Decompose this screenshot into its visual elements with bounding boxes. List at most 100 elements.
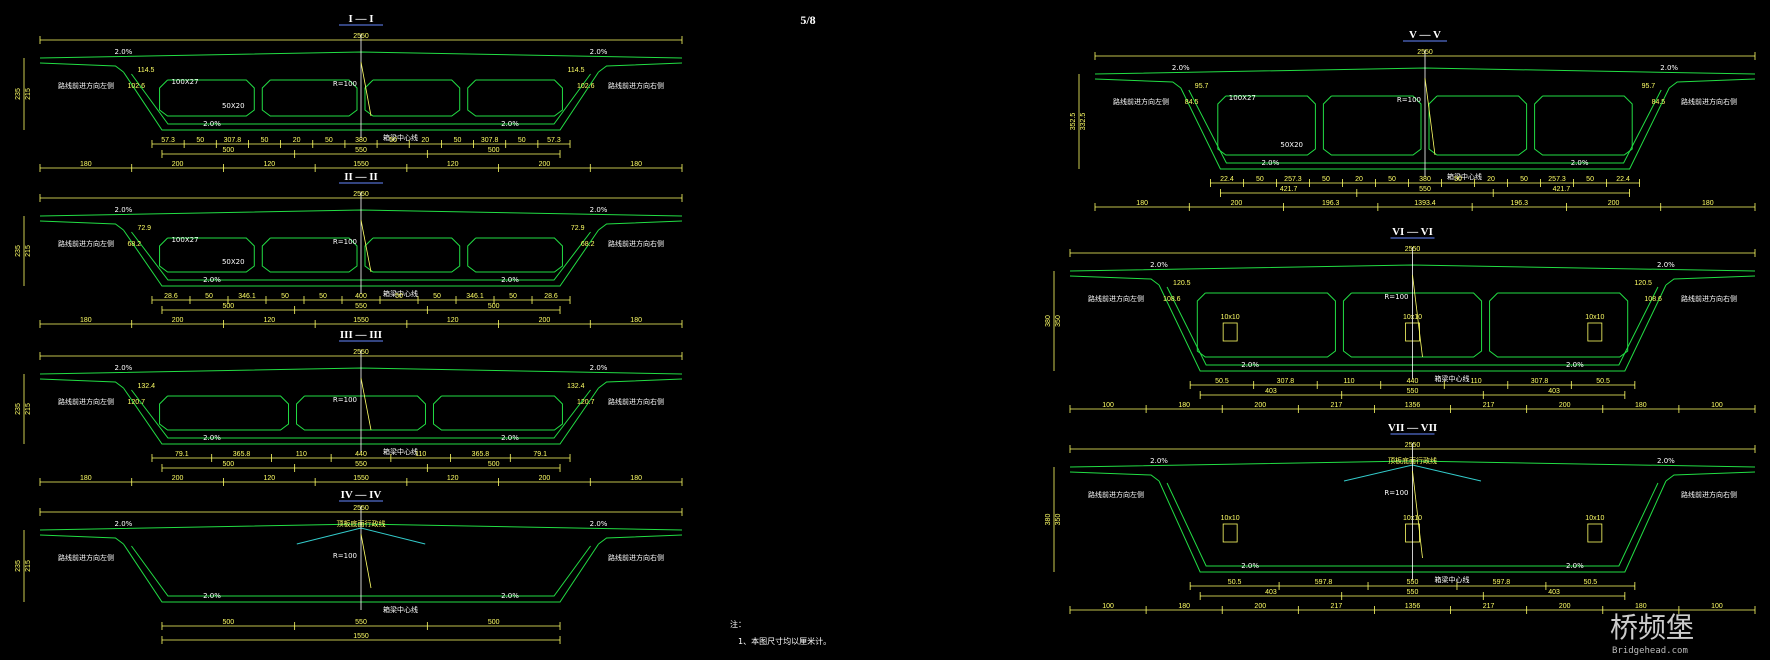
dimension-value: 550 — [1407, 589, 1419, 596]
section-title: IV — IV — [341, 489, 382, 501]
slope-right: 2.0% — [1657, 261, 1675, 269]
chamfer-label-2: 50X20 — [222, 258, 245, 266]
cantilever-right — [598, 534, 683, 545]
dimension-value: 500 — [488, 147, 500, 154]
radius-leader — [1412, 274, 1423, 358]
flange-dim-left: 114.5 — [137, 67, 154, 74]
cantilever-left — [39, 220, 124, 231]
dimension-value: 100 — [1102, 402, 1114, 409]
dimension-value: 120 — [447, 161, 459, 168]
dimension-value: 403 — [1548, 388, 1560, 395]
dimension-value: 307.8 — [224, 137, 242, 144]
section-title: II — II — [344, 171, 378, 183]
centerline-label: 箱梁中心线 — [383, 133, 418, 142]
section-s5: V — V2550R=100箱梁中心线2.0%2.0%2.0%2.0%路线前进方… — [1070, 29, 1756, 211]
dimension-value: 500 — [488, 619, 500, 626]
dimension-value: 403 — [1265, 388, 1277, 395]
dimension-value: 307.8 — [1277, 378, 1295, 385]
dimension-value: 550 — [1407, 388, 1419, 395]
dimension-value: 180 — [80, 475, 92, 482]
slope-left: 2.0% — [115, 364, 133, 372]
height-label-1: 235 — [15, 88, 22, 100]
cantilever-left — [39, 378, 124, 389]
slope-left: 2.0% — [115, 206, 133, 214]
dimension-value: 20 — [1355, 176, 1363, 183]
bottom-slope-left: 2.0% — [203, 592, 221, 600]
dimension-value: 50.5 — [1596, 378, 1610, 385]
dimension-value: 50 — [1520, 176, 1528, 183]
dimension-value: 597.8 — [1493, 579, 1511, 586]
dimension-value: 550 — [355, 147, 367, 154]
height-label-2: 215 — [25, 403, 32, 415]
flange-dim-left: 120.5 — [1173, 280, 1191, 287]
dimension-value: 1550 — [353, 633, 369, 640]
centerline-label: 箱梁中心线 — [1435, 575, 1470, 584]
dimension-value: 20 — [293, 137, 301, 144]
cantilever-right — [598, 62, 683, 73]
dimension-value: 550 — [355, 461, 367, 468]
dimension-value: 421.7 — [1280, 186, 1298, 193]
page-number: 5/8 — [800, 13, 815, 27]
section-s2: II — II2550R=100箱梁中心线2.0%2.0%2.0%2.0%路线前… — [15, 171, 683, 328]
slope-right: 2.0% — [590, 48, 608, 56]
flange-dim-right: 132.4 — [567, 383, 585, 390]
right-direction-label: 路线前进方向右侧 — [1681, 490, 1737, 499]
dimension-value: 120 — [447, 475, 459, 482]
bottom-slope-right: 2.0% — [501, 120, 519, 128]
dimension-value: 217 — [1331, 402, 1343, 409]
flange-dim-right: 72.9 — [571, 225, 585, 232]
radius-leader — [360, 219, 372, 273]
left-direction-label: 路线前进方向左侧 — [1088, 490, 1144, 499]
dimension-value: 380 — [355, 137, 367, 144]
right-direction-label: 路线前进方向右侧 — [608, 553, 664, 562]
cantilever-left — [1069, 275, 1160, 286]
dimension-value: 380 — [1419, 176, 1431, 183]
bottom-slope-left: 2.0% — [203, 120, 221, 128]
radius-leader — [360, 377, 372, 431]
dimension-value: 180 — [80, 317, 92, 324]
right-direction-label: 路线前进方向右侧 — [1681, 97, 1737, 106]
cell-1 — [159, 79, 255, 117]
dimension-value: 217 — [1483, 402, 1495, 409]
slope-right: 2.0% — [1660, 64, 1678, 72]
watermark: 桥频堡 Bridgehead.com — [1610, 611, 1694, 656]
web-dim-right: 102.6 — [577, 83, 595, 90]
bottom-slope-right: 2.0% — [501, 434, 519, 442]
chamfer-label-2: 50X20 — [222, 102, 245, 110]
height-label-2: 215 — [25, 88, 32, 100]
slope-left: 2.0% — [115, 48, 133, 56]
radius-leader — [360, 61, 372, 117]
centerline-label: 箱梁中心线 — [383, 605, 418, 614]
dimension-value: 365.8 — [233, 451, 251, 458]
rib-box-label: 10x10 — [1221, 314, 1240, 321]
web-dim-right: 108.6 — [1644, 296, 1662, 303]
cantilever-right — [598, 378, 683, 389]
dimension-value: 403 — [1548, 589, 1560, 596]
dimension-value: 196.3 — [1511, 200, 1529, 207]
left-direction-label: 路线前进方向左侧 — [58, 239, 114, 248]
height-label-1: 235 — [15, 245, 22, 257]
rib-box-1 — [1222, 322, 1238, 342]
dimension-value: 200 — [1559, 603, 1571, 610]
web-dim-left: 68.2 — [127, 241, 141, 248]
dimension-value: 50 — [325, 137, 333, 144]
dimension-value: 440 — [355, 451, 367, 458]
dimension-value: 200 — [172, 475, 184, 482]
radius-leader — [1412, 470, 1423, 559]
flange-dim-right: 120.5 — [1634, 280, 1652, 287]
dimension-value: 50 — [281, 293, 289, 300]
dimension-value: 79.1 — [533, 451, 547, 458]
dimension-value: 28.6 — [544, 293, 558, 300]
dimension-value: 403 — [1265, 589, 1277, 596]
dimension-value: 50 — [389, 137, 397, 144]
bottom-slope-right: 2.0% — [1571, 159, 1589, 167]
dimension-value: 1393.4 — [1414, 200, 1436, 207]
dimension-value: 421.7 — [1553, 186, 1571, 193]
web-dim-right: 68.2 — [581, 241, 595, 248]
